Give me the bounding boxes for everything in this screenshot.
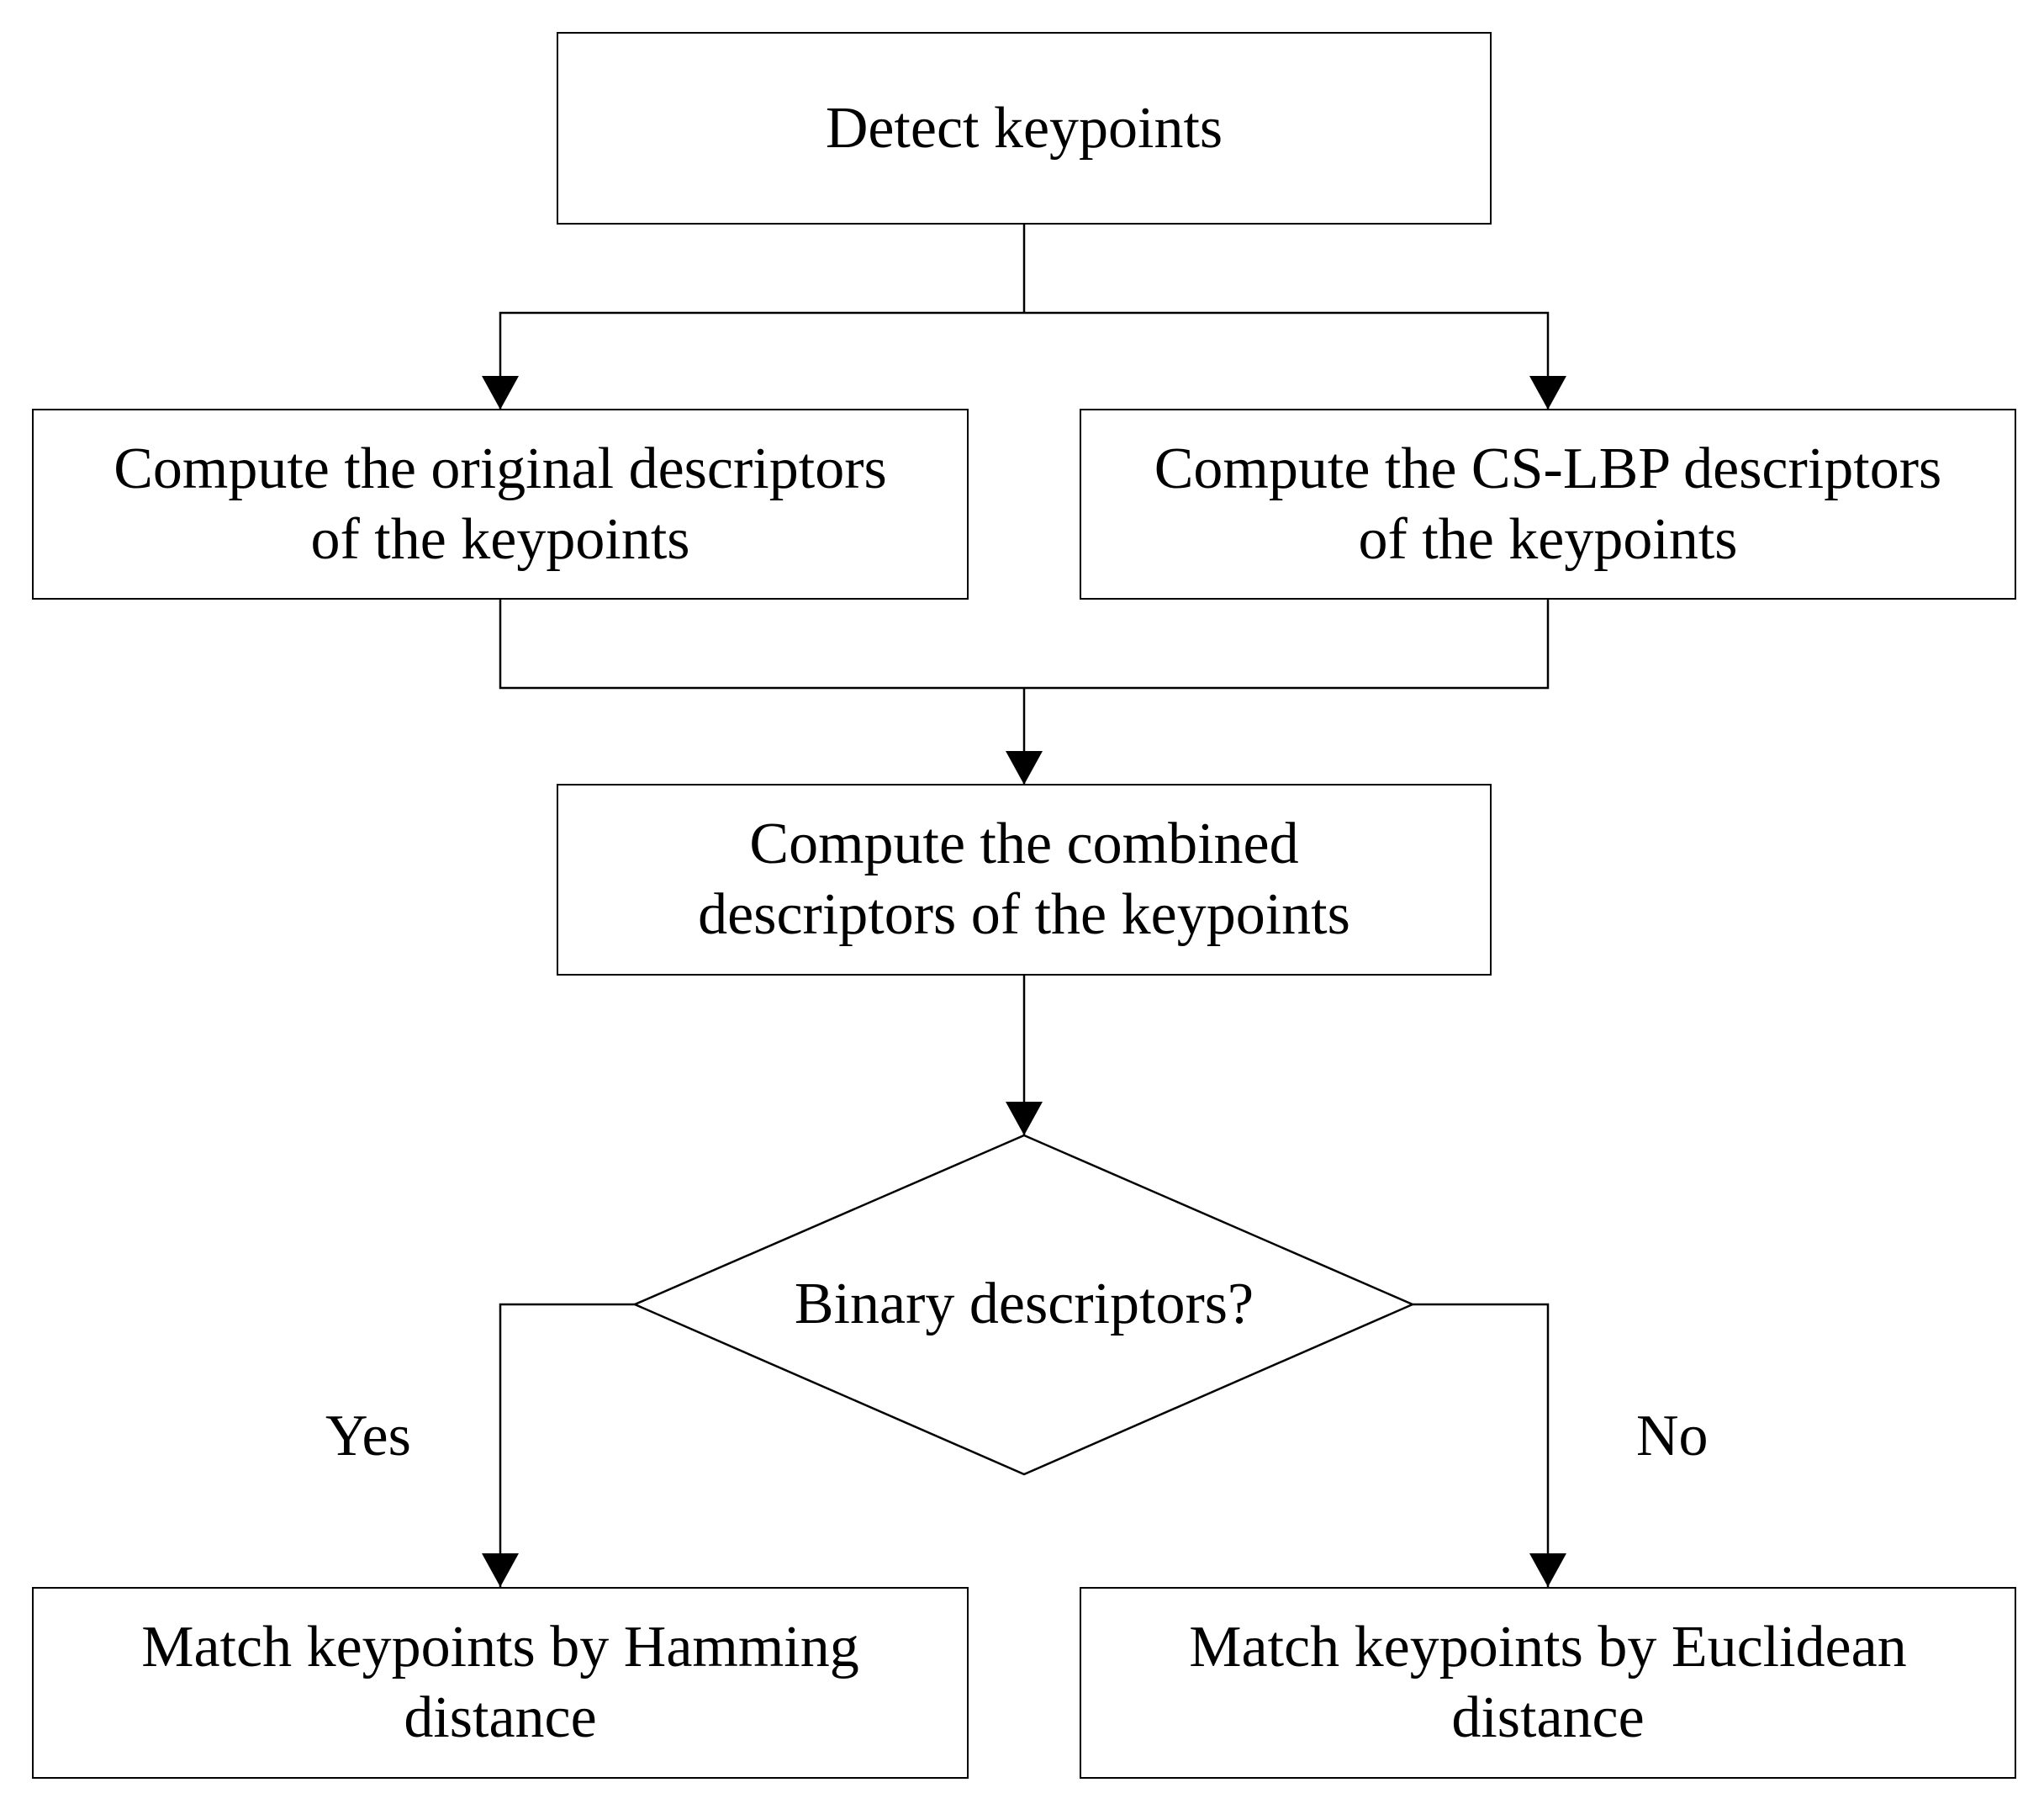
combined-descriptors-label: Compute the combined descriptors of the … xyxy=(698,812,1350,947)
hamming-match-label: Match keypoints by Hamming distance xyxy=(141,1615,859,1750)
original-descriptors-box: Compute the original descriptors of the … xyxy=(32,409,969,600)
edge-split-to-original xyxy=(482,311,1024,410)
detect-keypoints-label: Detect keypoints xyxy=(825,95,1223,161)
edge-split-to-cslbp xyxy=(1024,311,1566,410)
no-branch-label: No xyxy=(1636,1404,1709,1468)
euclidean-match-box: Match keypoints by Euclidean distance xyxy=(1080,1587,2016,1779)
detect-keypoints-box: Detect keypoints xyxy=(557,32,1492,225)
cslbp-descriptors-label: Compute the CS-LBP descriptors of the ke… xyxy=(1154,436,1942,572)
yes-branch-label: Yes xyxy=(325,1404,411,1468)
euclidean-match-label: Match keypoints by Euclidean distance xyxy=(1189,1615,1907,1750)
cslbp-descriptors-box: Compute the CS-LBP descriptors of the ke… xyxy=(1080,409,2016,600)
hamming-match-box: Match keypoints by Hamming distance xyxy=(32,1587,969,1779)
edge-original-to-merge xyxy=(499,600,1550,690)
decision-label: Binary descriptors? xyxy=(794,1272,1254,1336)
edge-decision-no xyxy=(1413,1303,1566,1587)
combined-descriptors-box: Compute the combined descriptors of the … xyxy=(557,784,1492,976)
decision-diamond xyxy=(631,1134,1416,1476)
original-descriptors-label: Compute the original descriptors of the … xyxy=(114,436,887,572)
edge-decision-yes xyxy=(482,1303,635,1587)
